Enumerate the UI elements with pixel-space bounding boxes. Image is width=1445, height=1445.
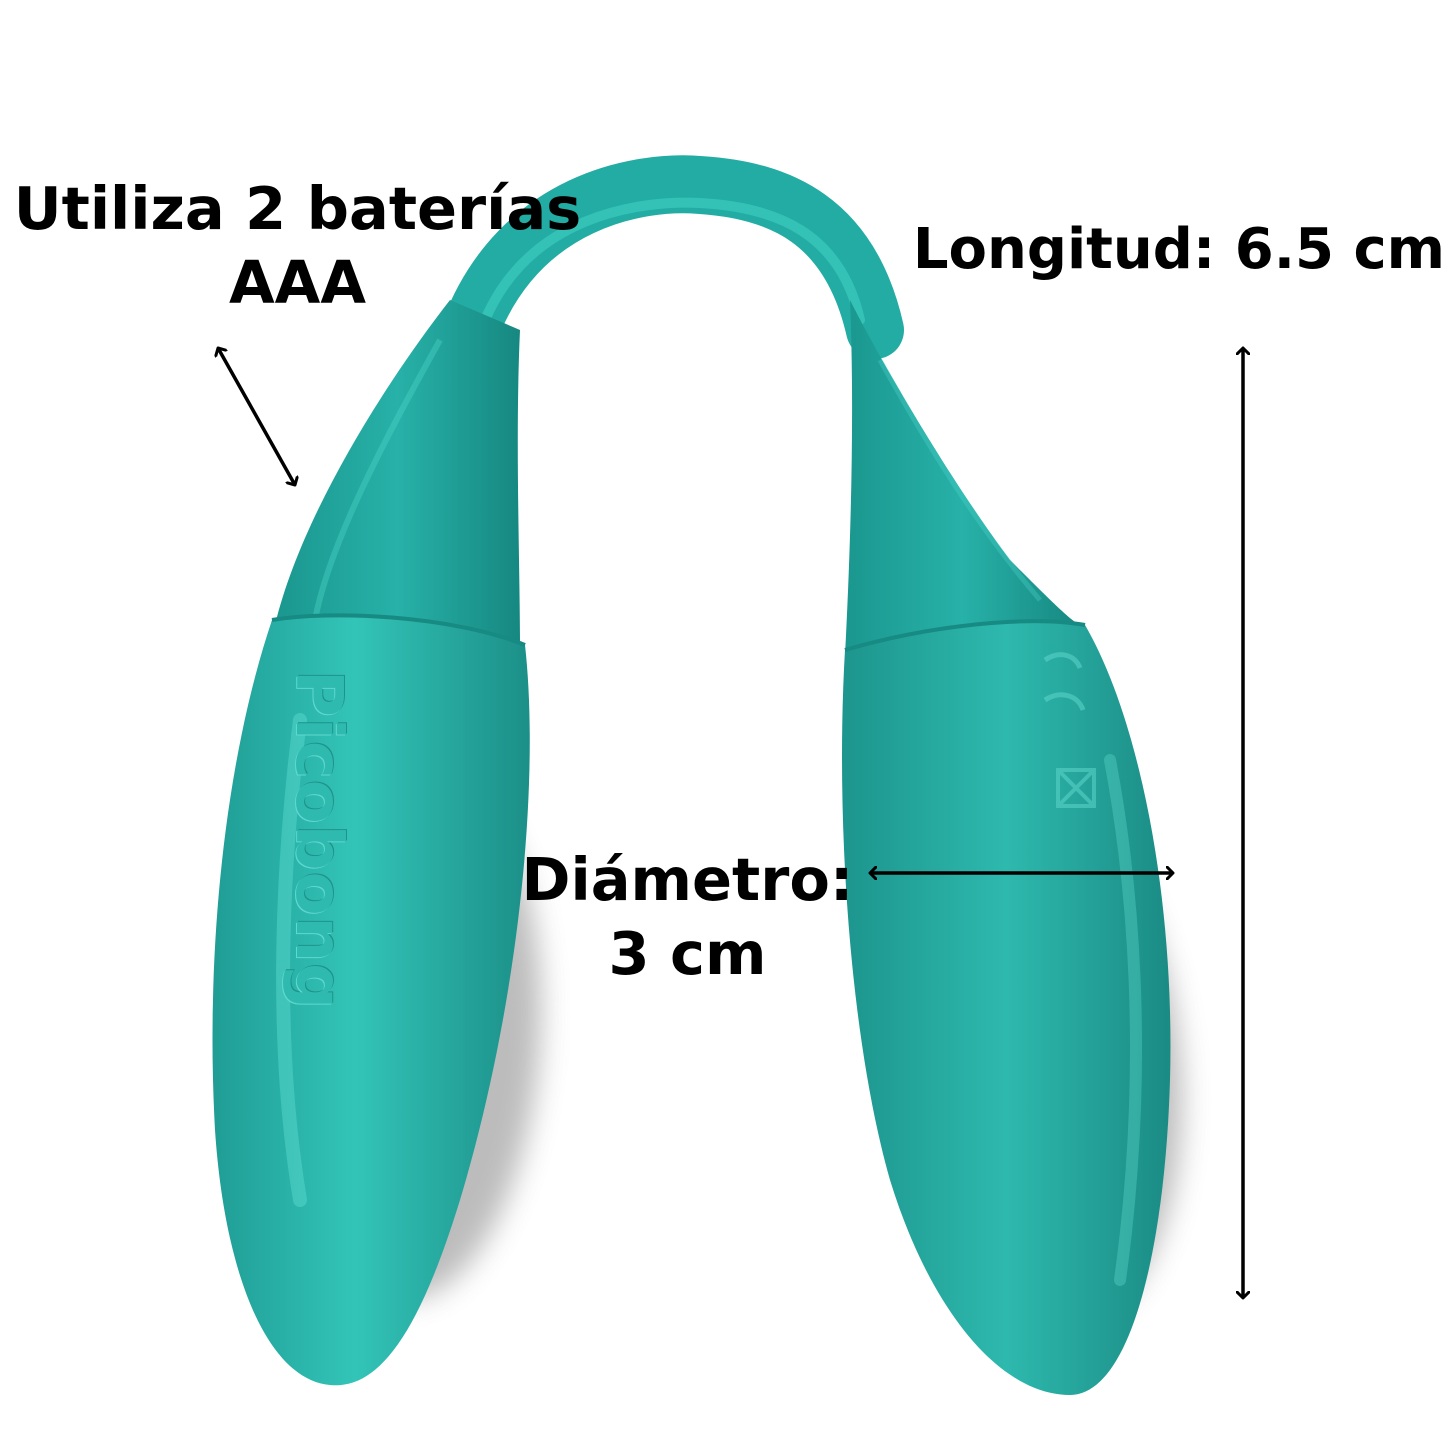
right-egg-sheen — [1104, 754, 1143, 1286]
battery-pointer-arrow — [218, 348, 295, 485]
brand-logo-text: Picobong — [281, 670, 355, 1010]
length-annotation: Longitud: 6.5 cm — [912, 217, 1445, 282]
right-egg-body — [842, 621, 1171, 1395]
diameter-annotation-line1: Diámetro: — [521, 845, 854, 914]
left-egg-sheen — [276, 713, 307, 1207]
left-neck-ridge — [312, 338, 443, 621]
left-egg-neck — [275, 300, 520, 650]
batteries-annotation-line2: AAA — [229, 247, 366, 317]
left-egg-body — [212, 615, 530, 1386]
diameter-annotation: Diámetro: 3 cm — [515, 843, 860, 991]
right-egg-neck — [845, 300, 1080, 655]
left-egg-seam — [271, 613, 526, 647]
batteries-annotation: Utiliza 2 baterías AAA — [10, 172, 585, 320]
no-dispose-icon — [1056, 768, 1096, 808]
embossed-care-icons — [1043, 652, 1096, 808]
right-neck-ridge — [877, 358, 1042, 602]
connecting-cord-highlight — [480, 197, 865, 325]
batteries-annotation-line1: Utiliza 2 baterías — [13, 174, 582, 243]
right-egg-seam — [844, 619, 1086, 652]
connecting-cord — [441, 155, 904, 359]
diameter-annotation-line2: 3 cm — [608, 918, 767, 988]
